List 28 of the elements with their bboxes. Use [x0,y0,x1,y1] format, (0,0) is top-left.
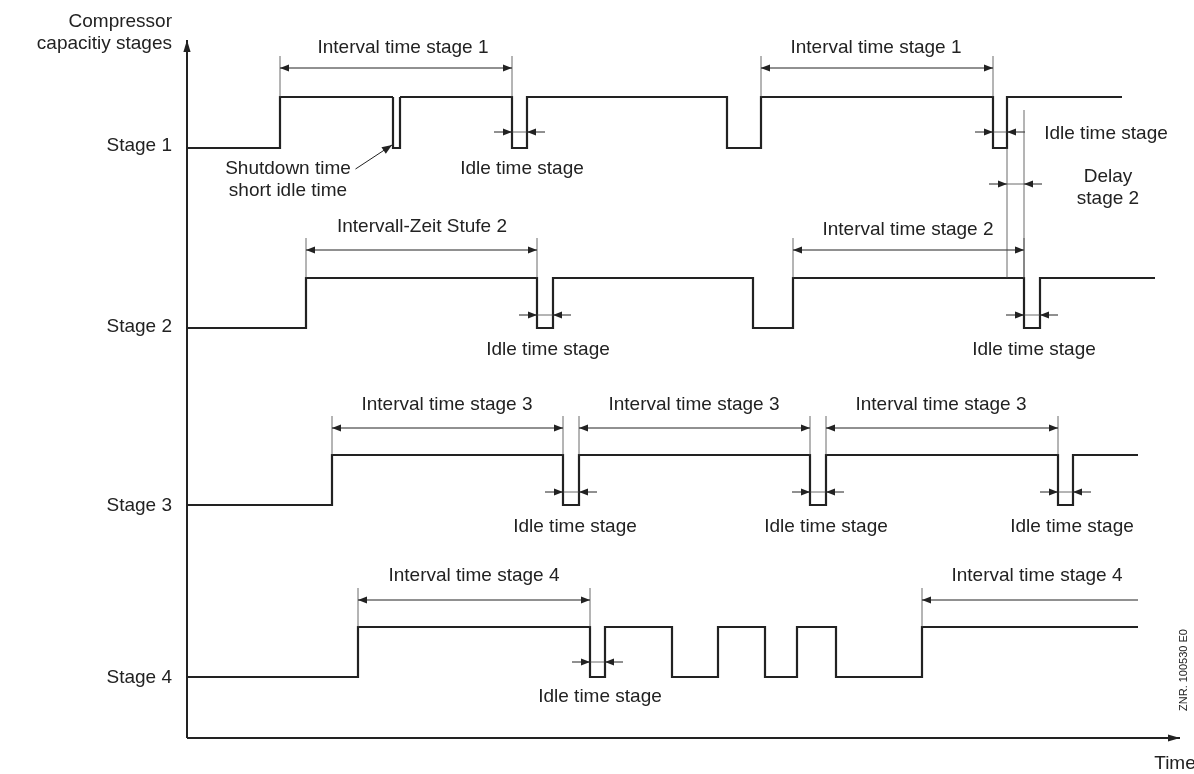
dimension-label: Idle time stage [513,515,637,537]
dimension-label: Idle time stage [972,338,1096,360]
stage-label: Stage 4 [106,666,172,688]
dimension-label: Interval time stage 3 [608,393,780,415]
stage-label: Stage 1 [106,134,172,156]
stage-label: Stage 2 [106,315,172,337]
axis-title: Compressor capacitiy stages [35,10,172,54]
dimension-label: Interval time stage 2 [822,218,994,240]
dimension-label: Interval time stage 4 [388,564,560,586]
drawing-number: ZNR. 100530 E0 [1177,629,1189,711]
dimension-label: Delay stage 2 [1075,165,1141,209]
dimension-label: Idle time stage [538,685,662,707]
dimension-label: Idle time stage [1010,515,1134,537]
dimension-label: Idle time stage [460,157,584,179]
axis-title: Time [1154,752,1194,774]
dimension-label: Interval time stage 3 [361,393,533,415]
dimension-label: Interval time stage 4 [951,564,1123,586]
dimension-label: Interval time stage 1 [317,36,489,58]
dimension-label: Idle time stage [486,338,610,360]
dimension-label: Idle time stage [1044,122,1168,144]
callout-text: Shutdown time short idle time [220,157,356,201]
leader-line [355,144,393,170]
dimension-label: Interval time stage 1 [790,36,962,58]
dimension-label: Idle time stage [764,515,888,537]
waveform-notch [391,97,402,150]
dimension-label: Intervall-Zeit Stufe 2 [337,215,507,237]
dimension-label: Interval time stage 3 [855,393,1027,415]
stage-label: Stage 3 [106,494,172,516]
